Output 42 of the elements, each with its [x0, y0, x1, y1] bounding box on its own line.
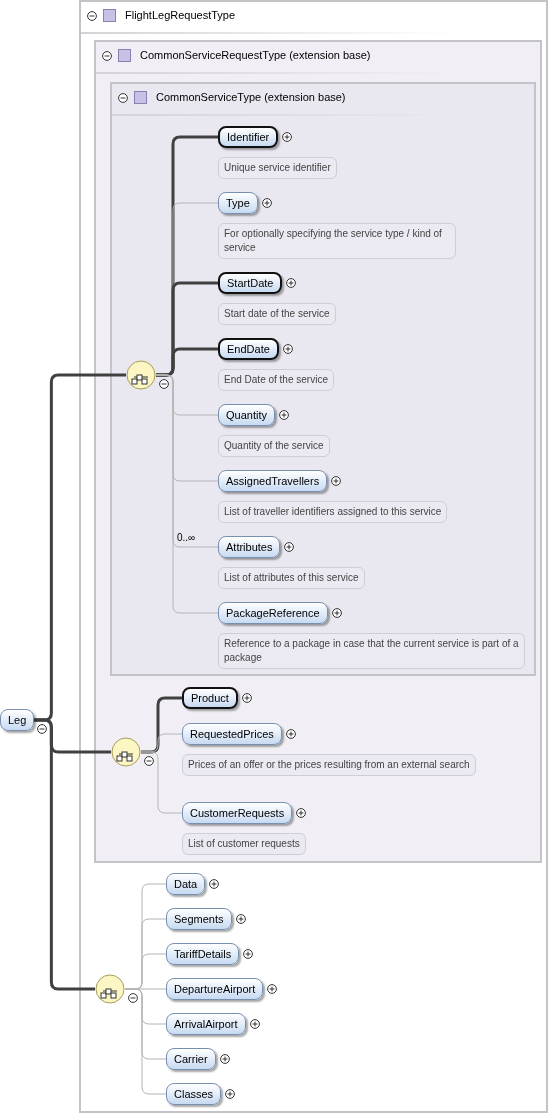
group-panel [110, 82, 536, 676]
connector-line [34, 718, 95, 991]
schema-element: AssignedTravellers [218, 470, 328, 492]
schema-element: Type [218, 192, 258, 214]
group-title: CommonServiceType (extension base) [156, 91, 346, 103]
schema-element: Product [182, 687, 238, 709]
connector-line [141, 696, 182, 754]
schema-element: Segments [166, 908, 232, 930]
schema-element: ArrivalAirport [166, 1013, 246, 1035]
description-note: List of attributes of this service [218, 567, 365, 589]
description-note: For optionally specifying the service type / kind of service [218, 223, 456, 259]
description-note: Reference to a package in case that the current service is part of a package [218, 633, 525, 669]
schema-element: Carrier [166, 1048, 216, 1070]
schema-element: DepartureAirport [166, 978, 264, 1000]
connector-line [140, 751, 183, 814]
description-note: Start date of the service [218, 303, 336, 325]
connector-line [124, 988, 167, 1095]
schema-element: Classes [166, 1083, 222, 1105]
schema-element: Quantity [218, 404, 275, 426]
description-note: List of traveller identifiers assigned to this service [218, 501, 448, 523]
schema-element: PackageReference [218, 602, 328, 624]
group-panel [79, 0, 548, 1113]
connector-line [155, 374, 219, 614]
schema-element: Leg [0, 709, 35, 731]
description-note: End Date of the service [218, 369, 334, 391]
description-note: Prices of an offer or the prices resulting from an external search [182, 754, 476, 776]
edge-label: 0..∞ [176, 532, 197, 543]
schema-element: RequestedPrices [182, 723, 282, 745]
description-note: Quantity of the service [218, 435, 330, 457]
schema-element: Identifier [218, 126, 279, 148]
schema-element: CustomerRequests [182, 802, 293, 824]
schema-element: TariffDetails [166, 943, 240, 965]
group-panel [94, 40, 542, 863]
schema-element: Data [166, 873, 206, 895]
schema-element: Attributes [218, 536, 281, 558]
connector-line [156, 347, 218, 377]
group-title: FlightLegRequestType [125, 9, 236, 21]
group-title: CommonServiceRequestType (extension base) [140, 49, 371, 61]
schema-element: StartDate [218, 272, 283, 294]
schema-element: EndDate [218, 338, 279, 360]
description-note: List of customer requests [182, 833, 306, 855]
description-note: Unique service identifier [218, 157, 337, 179]
